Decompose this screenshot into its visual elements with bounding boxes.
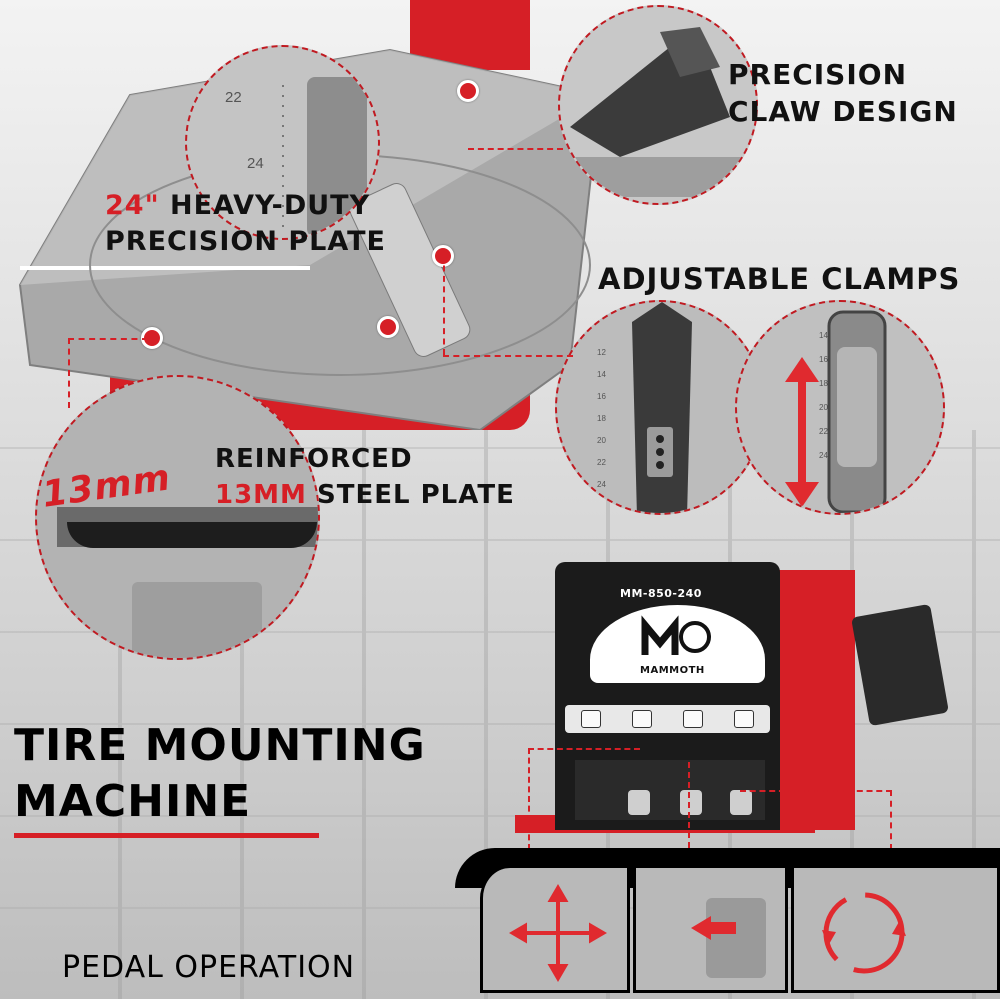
clamp-ruler-mark: 16	[597, 392, 606, 401]
pedal-leader	[740, 790, 892, 850]
clamp-ruler-mark: 20	[819, 403, 828, 412]
clamp-magnifier-left: 12 14 16 18 20 22 24	[555, 300, 765, 515]
pedal-operation-label: PEDAL OPERATION	[62, 950, 356, 985]
clamp-magnifier-right: 14 16 18 20 22 24	[735, 300, 945, 515]
callout-leader	[443, 355, 573, 357]
clamp-ruler-mark: 12	[597, 348, 606, 357]
title-line1: TIRE MOUNTING	[14, 720, 426, 771]
brand-name: MAMMOTH	[640, 665, 705, 676]
expand-arrows-icon	[509, 884, 607, 982]
reinforced-label-line1: REINFORCED	[215, 444, 413, 474]
plate-heavy-duty: HEAVY-DUTY	[170, 190, 371, 221]
pedal[interactable]	[680, 790, 702, 815]
callout-dot	[377, 316, 399, 338]
precision-claw-label-line2: CLAW DESIGN	[728, 95, 958, 128]
callout-leader	[468, 148, 563, 150]
plate-ruler-mark: 22	[225, 89, 242, 106]
ruler-ticks	[282, 77, 284, 227]
adjustable-clamps-label: ADJUSTABLE CLAMPS	[598, 262, 961, 296]
bead-breaker-blade	[706, 898, 766, 978]
clamp-ruler-mark: 14	[597, 370, 606, 379]
plate-underside	[67, 522, 317, 548]
callout-leader	[68, 338, 148, 340]
plate-label-line1: 24" HEAVY-DUTY	[105, 190, 370, 221]
clamp-ruler-mark: 20	[597, 436, 606, 445]
clamp-ruler-mark: 16	[819, 355, 828, 364]
clamp-slide-icon	[785, 310, 887, 513]
clamp-ruler-mark: 24	[597, 480, 606, 489]
reinforced-13mm: 13MM	[215, 480, 307, 510]
clamp-ruler-mark: 24	[819, 451, 828, 460]
precision-claw-label-line1: PRECISION	[728, 58, 907, 91]
clamp-ruler-left: 12 14 16 18 20 22 24	[597, 342, 606, 496]
clamp-ruler-right: 14 16 18 20 22 24	[819, 324, 828, 468]
reinforced-label-line2: 13MM STEEL PLATE	[215, 480, 515, 510]
clamp-ruler-mark: 22	[819, 427, 828, 436]
brand-badge	[590, 605, 765, 683]
clamp-ruler-mark: 18	[819, 379, 828, 388]
tile-bead-breaker	[633, 868, 788, 993]
rotate-icon[interactable]	[631, 710, 652, 728]
reinforced-steel-plate: STEEL PLATE	[317, 480, 515, 510]
push-arrow-icon	[691, 916, 736, 940]
tile-rotate	[791, 868, 1000, 993]
machine-side-panel	[770, 570, 855, 830]
plate-ruler-mark: 24	[247, 155, 264, 172]
mammoth-logo-icon	[641, 615, 711, 655]
claw-icon	[560, 27, 756, 197]
callout-leader	[68, 338, 70, 408]
callout-leader	[443, 255, 445, 355]
model-number: MM-850-240	[620, 587, 702, 600]
plate-label-line2: PRECISION PLATE	[105, 226, 386, 257]
mount-block	[132, 582, 262, 658]
bead-icon[interactable]	[683, 710, 704, 728]
pedal-leader	[688, 762, 690, 848]
tile-clamp-expand	[480, 868, 630, 993]
rotate-arrows-icon	[822, 892, 906, 974]
clamp-ruler-mark: 22	[597, 458, 606, 467]
steel-plate-magnifier	[35, 375, 320, 660]
title-underline	[14, 833, 319, 838]
clamp-ruler-mark: 14	[819, 331, 828, 340]
title-line2: MACHINE	[14, 776, 252, 827]
control-strip	[565, 705, 770, 733]
pedal[interactable]	[730, 790, 752, 815]
plate-size: 24"	[105, 190, 160, 221]
settings-icon[interactable]	[734, 710, 755, 728]
claw-part	[307, 77, 367, 237]
claw-magnifier	[558, 5, 758, 205]
callout-dot	[457, 80, 479, 102]
clamp-ruler-mark: 18	[597, 414, 606, 423]
plate-ruler-magnifier: 22 24	[185, 45, 380, 240]
pedal-leader	[528, 748, 640, 850]
clamp-jaw-icon	[632, 302, 692, 513]
pedal[interactable]	[628, 790, 650, 815]
mount-icon[interactable]	[580, 710, 601, 728]
